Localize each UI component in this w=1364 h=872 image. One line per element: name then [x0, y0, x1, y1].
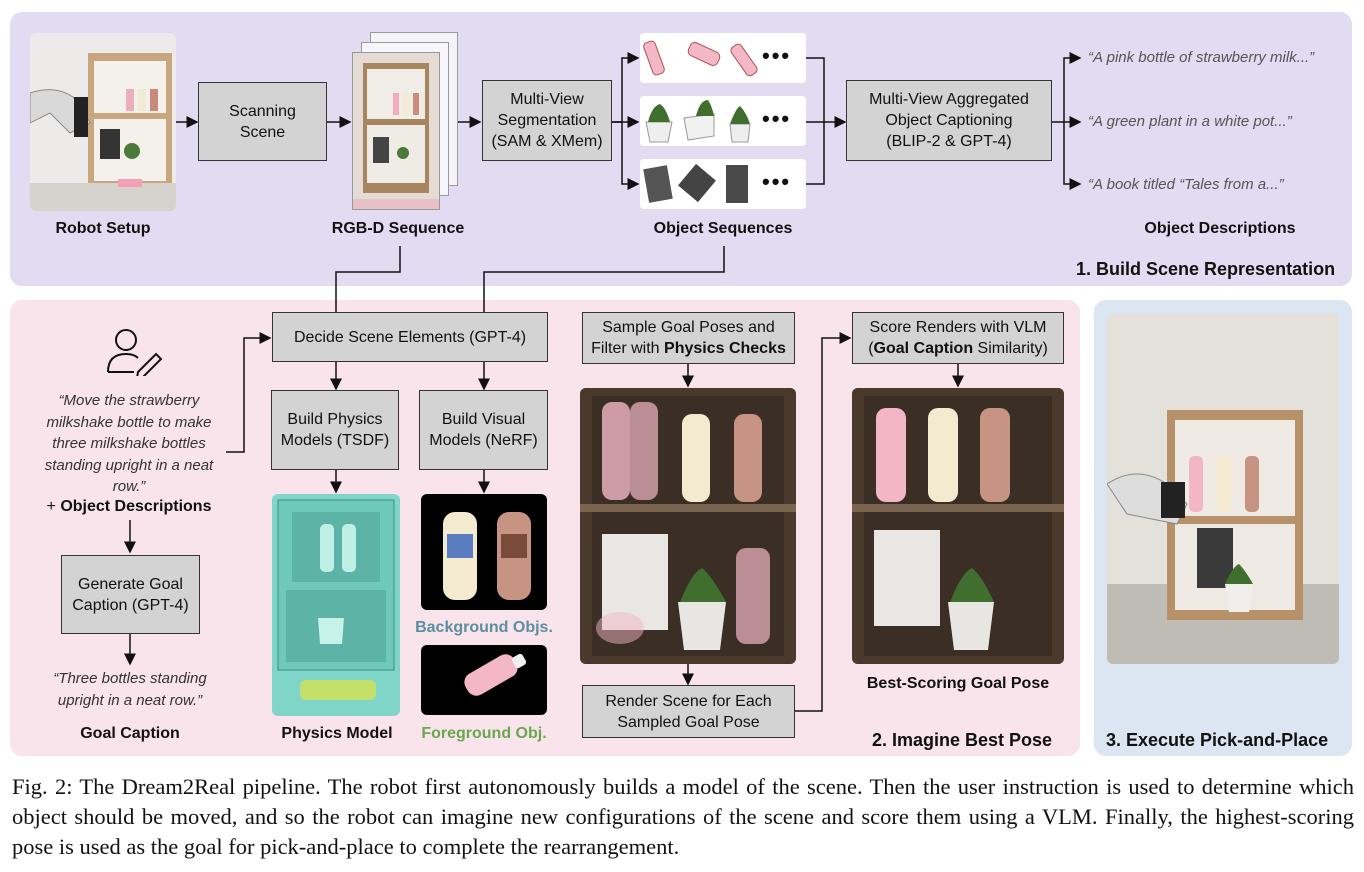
ellipsis-icon: •••: [762, 43, 792, 68]
robot-setup-illustration: [30, 33, 176, 211]
background-objects-image: [421, 494, 547, 610]
goal-caption-quote: “Three bottles standing upright in a nea…: [53, 670, 207, 709]
figure-caption-text: Fig. 2: The Dream2Real pipeline. The rob…: [12, 774, 1354, 859]
object-sequences-label: Object Sequences: [653, 220, 793, 237]
build-visual-box: Build Visual Models (NeRF): [419, 390, 548, 470]
figure-caption: Fig. 2: The Dream2Real pipeline. The rob…: [12, 772, 1354, 862]
ellipsis-icon: •••: [762, 106, 792, 131]
robot-setup-image: [30, 33, 176, 211]
object-sequence-row-book: •••: [640, 159, 806, 209]
score-renders-line1: Score Renders with VLM: [869, 319, 1047, 336]
stage-1-title: 1. Build Scene Representation: [1076, 259, 1336, 279]
physics-checks-text: Physics Checks: [664, 340, 786, 357]
sample-goal-line2: Filter with: [591, 340, 665, 357]
rgbd-stack: [352, 32, 458, 212]
sampled-poses-image: [580, 388, 796, 664]
description-quote-2: “A green plant in a white pot...”: [1088, 113, 1292, 130]
user-pencil-icon: [107, 329, 163, 376]
description-quote-1: “A pink bottle of strawberry milk...”: [1088, 49, 1315, 66]
foreground-obj-label: Foreground Obj.: [421, 725, 547, 742]
foreground-object-image: [421, 645, 547, 715]
score-renders-box: Score Renders with VLM (Goal Caption Sim…: [852, 312, 1064, 364]
multiview-segmentation-box: Multi-View Segmentation (SAM & XMem): [482, 80, 612, 161]
plus-object-descriptions-text: Object Descriptions: [60, 498, 212, 515]
physics-model-image: [272, 494, 400, 716]
sample-goal-line1: Sample Goal Poses and: [602, 319, 775, 336]
user-instruction-quote: “Move the strawberry milkshake bottle to…: [44, 392, 214, 495]
sample-goal-poses-box: Sample Goal Poses and Filter with Physic…: [582, 312, 795, 364]
physics-model-label: Physics Model: [281, 725, 393, 742]
render-scene-box: Render Scene for Each Sampled Goal Pose: [582, 685, 795, 738]
goal-caption-label: Goal Caption: [80, 725, 180, 742]
object-sequence-row-milk: •••: [640, 33, 806, 83]
execute-image: [1107, 314, 1339, 664]
similarity-text: Similarity): [973, 340, 1048, 357]
stage-2-title: 2. Imagine Best Pose: [872, 730, 1053, 750]
ellipsis-icon: •••: [762, 169, 792, 194]
background-objs-label: Background Objs.: [415, 619, 553, 636]
description-quote-3: “A book titled “Tales from a...”: [1088, 176, 1284, 193]
plus-sign: +: [46, 498, 61, 515]
best-scoring-label: Best-Scoring Goal Pose: [866, 675, 1050, 692]
build-physics-box: Build Physics Models (TSDF): [271, 390, 399, 470]
rgbd-sequence-label: RGB-D Sequence: [331, 220, 465, 237]
stage-3-title: 3. Execute Pick-and-Place: [1106, 730, 1329, 750]
aggregated-captioning-box: Multi-View Aggregated Object Captioning …: [846, 80, 1052, 161]
score-paren-open: (: [868, 340, 874, 357]
decide-scene-elements-box: Decide Scene Elements (GPT-4): [272, 312, 548, 362]
scanning-scene-box: Scanning Scene: [198, 82, 327, 161]
generate-goal-caption-box: Generate Goal Caption (GPT-4): [61, 555, 200, 634]
plus-object-descriptions: + Object Descriptions: [24, 498, 234, 516]
object-sequence-row-plant: •••: [640, 96, 806, 146]
best-scoring-pose-image: [852, 388, 1064, 664]
robot-setup-label: Robot Setup: [55, 220, 151, 237]
object-descriptions-label: Object Descriptions: [1144, 220, 1296, 237]
goal-caption-bold: Goal Caption: [873, 340, 974, 357]
